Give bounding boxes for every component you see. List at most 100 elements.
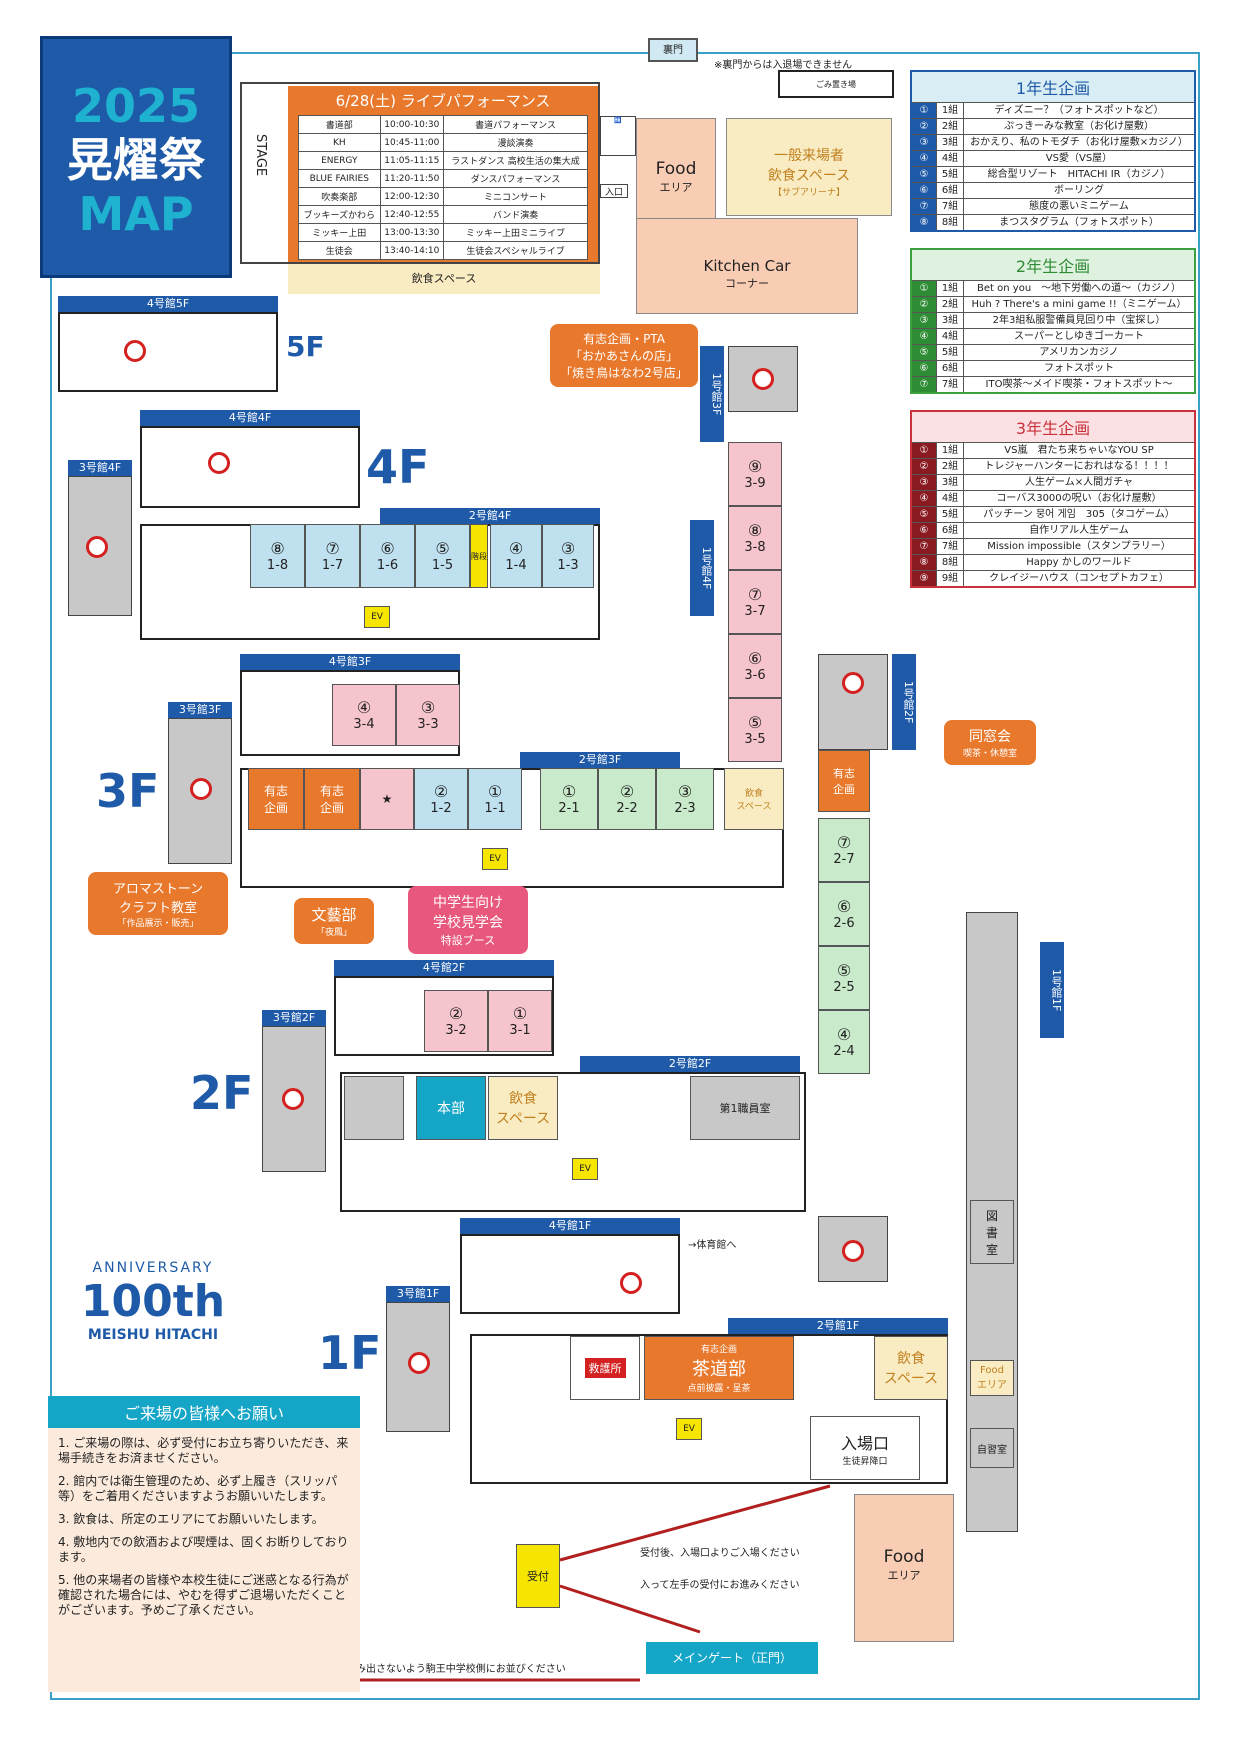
bldg4-2f-label: 4号館2F bbox=[334, 960, 554, 976]
bldg2-4f-label: 2号館4F bbox=[380, 508, 600, 524]
room-id: 3-2 bbox=[445, 1023, 467, 1038]
room-id: 2-3 bbox=[674, 801, 696, 816]
room-number: ⑤ bbox=[836, 961, 852, 980]
grade-row-title: 態度の悪いミニゲーム bbox=[1029, 201, 1129, 212]
arrow-note-1: 受付後、入場口よりご入場ください bbox=[640, 1548, 800, 1559]
grade-row-num: ⑦ bbox=[912, 539, 936, 554]
callout-jr-title: 中学生向け 学校見学会 bbox=[433, 895, 503, 931]
kitchen-car-title: Kitchen Car bbox=[703, 257, 791, 275]
callout-alumni-sub: 喫茶・休憩室 bbox=[962, 749, 1017, 759]
bldg3-3f-label: 3号館3F bbox=[168, 702, 232, 718]
garbage-area: ごみ置き場 bbox=[778, 70, 894, 98]
grade-row-num: ② bbox=[912, 119, 936, 134]
grade-row-class: 4組 bbox=[936, 151, 964, 166]
anniversary-100th: 100th bbox=[80, 1276, 226, 1327]
room-number: ⑥ bbox=[380, 539, 395, 558]
grade-row-num: ⑦ bbox=[912, 377, 936, 392]
grade-row-title: VS嵐 君たち来ちゃいなYOU SP bbox=[1004, 445, 1154, 456]
bldg2-1f-label: 2号館1F bbox=[728, 1318, 948, 1334]
grade-row-class: 1組 bbox=[936, 443, 964, 458]
grade-row-title: ディズニー？（フォトスポットなど） bbox=[994, 105, 1164, 116]
grade-row-title: Happy かしのワールド bbox=[1026, 557, 1132, 568]
room-number: ④ bbox=[836, 1025, 852, 1044]
grade-row-num: ① bbox=[912, 103, 936, 118]
grade-row-class: 8組 bbox=[936, 555, 964, 570]
performance-cell: 生徒会スペシャルライブ bbox=[443, 241, 588, 260]
tea-ceremony-title: 茶道部 bbox=[692, 1359, 746, 1380]
grade-row-title: パッチーン 뭉어 게임 305（タコゲーム） bbox=[983, 509, 1175, 520]
room-number: ⑤ bbox=[435, 539, 450, 558]
general-dining-title: 一般来場者 bbox=[774, 148, 844, 164]
bldg1-3f-label: 1号館3F bbox=[700, 346, 724, 442]
no-entry-icon bbox=[282, 1088, 304, 1110]
library: 図 書 室 bbox=[970, 1200, 1014, 1264]
callout-aroma-title: アロマストーン クラフト教室 bbox=[112, 882, 204, 916]
grade-row-num: ③ bbox=[912, 475, 936, 490]
alumni-room: 有志 企画 bbox=[818, 750, 870, 812]
no-entry-icon bbox=[190, 778, 212, 800]
room-number: ③ bbox=[420, 698, 436, 717]
room-label: 有志 企画 bbox=[319, 784, 344, 815]
grade-row-class: 2組 bbox=[936, 459, 964, 474]
room-id: 3-5 bbox=[744, 732, 766, 747]
performance-cell: 13:40-14:10 bbox=[379, 241, 445, 260]
grade-row-num: ② bbox=[912, 297, 936, 312]
dining-space: 飲食 スペース bbox=[488, 1076, 558, 1140]
main-entrance-sub: 生徒昇降口 bbox=[842, 1456, 888, 1467]
title-map: MAP bbox=[78, 187, 194, 241]
room-id: 2-5 bbox=[833, 980, 855, 995]
grade-row-class: 2組 bbox=[936, 119, 964, 134]
room-number: ③ bbox=[677, 782, 693, 801]
bldg1-2f-label: 1号館2F bbox=[892, 654, 916, 750]
bottom-note: 受付をお待ちの方は歩道からはみ出さないよう駒王中学校側にお並びください bbox=[216, 1664, 566, 1675]
room-number: ① bbox=[487, 782, 503, 801]
grade-row-title: クレイジーハウス（コンセプトカフェ） bbox=[989, 573, 1169, 584]
no-entry-icon bbox=[208, 452, 230, 474]
classroom-special: ★ bbox=[360, 768, 414, 830]
room-number: ⑥ bbox=[836, 897, 852, 916]
first-aid: 救護所 bbox=[570, 1336, 640, 1400]
room-label: 有志 企画 bbox=[263, 784, 288, 815]
grade-row-num: ④ bbox=[912, 151, 936, 166]
grade-row-title: コーバス3000の呪い（お化け屋敷） bbox=[996, 493, 1162, 504]
room-id: 1-4 bbox=[505, 558, 527, 573]
floor-2f: 2F bbox=[190, 1066, 254, 1120]
headquarters: 本部 bbox=[416, 1076, 486, 1140]
elevator: EV bbox=[364, 606, 390, 628]
room-id: 1-6 bbox=[376, 558, 399, 573]
notice-item: 5. 他の来場者の皆様や本校生徒にご迷惑となる行為が確認された場合には、やむを得… bbox=[58, 1573, 349, 1617]
tea-ceremony-sub: 点前披露・呈茶 bbox=[687, 1384, 751, 1394]
room-id: 3-1 bbox=[509, 1023, 531, 1038]
room-id: 3-8 bbox=[744, 540, 766, 555]
callout-pta-l2: 「おかあさんの店」 bbox=[569, 349, 678, 363]
grade1-title: 1年生企画 bbox=[1015, 79, 1091, 98]
grade-row-class: 7組 bbox=[936, 539, 964, 554]
map-frame bbox=[50, 52, 1200, 1700]
room-number: ④ bbox=[356, 698, 372, 717]
grade-row-num: ⑨ bbox=[912, 571, 936, 586]
grade-row-class: 1組 bbox=[936, 281, 964, 296]
callout-bungei-title: 文藝部 bbox=[311, 906, 357, 924]
room-id: 2-6 bbox=[833, 916, 855, 931]
